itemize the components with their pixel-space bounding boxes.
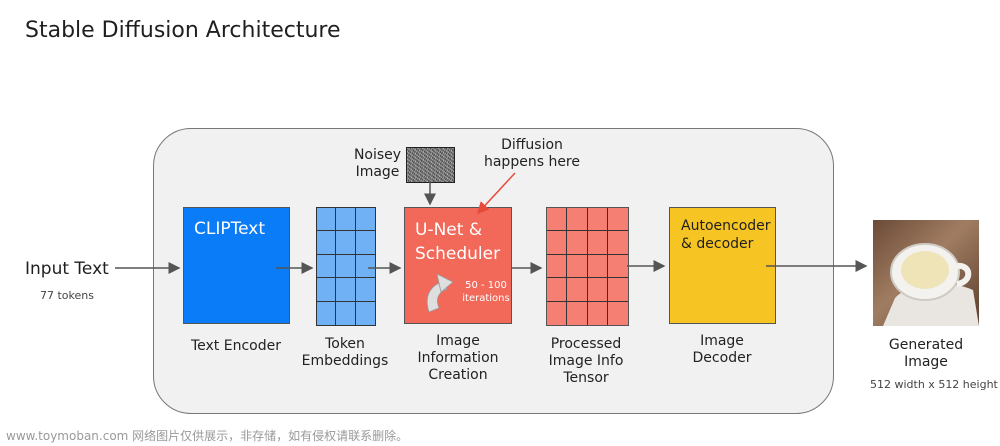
noise-label-line1: Noisey bbox=[353, 147, 402, 163]
output-size-label: 512 width x 512 height bbox=[870, 378, 998, 391]
clip-text-encoder-box bbox=[183, 207, 290, 324]
processed-tensor-caption: Processed Image Info Tensor bbox=[536, 336, 636, 387]
diffusion-note-line2: happens here bbox=[483, 154, 580, 170]
clip-text-label: CLIPText bbox=[194, 219, 265, 239]
watermark-text: www.toymoban.com 网络图片仅供展示，非存储，如有侵权请联系删除。 bbox=[6, 429, 409, 443]
iter-line1: 50 - 100 bbox=[465, 280, 507, 291]
processed-caption-line2: Image Info bbox=[548, 353, 624, 369]
processed-caption-line1: Processed bbox=[550, 336, 622, 352]
unet-label-line1: U-Net & bbox=[415, 220, 483, 240]
unet-scheduler-box bbox=[404, 207, 512, 324]
processed-tensor-grid bbox=[546, 207, 629, 326]
unet-iterations-label: 50 - 100 iterations bbox=[460, 279, 512, 305]
iter-line2: iterations bbox=[462, 293, 510, 304]
autoencoder-label-line2: & decoder bbox=[681, 236, 754, 252]
input-tokens-label: 77 tokens bbox=[40, 289, 94, 302]
loop-arrow-icon bbox=[426, 273, 454, 313]
unet-caption-line2: Information bbox=[417, 350, 499, 366]
coffee-cup-icon bbox=[883, 243, 979, 326]
autoencoder-decoder-box bbox=[669, 207, 776, 324]
token-embeddings-grid bbox=[316, 207, 376, 326]
text-encoder-caption: Text Encoder bbox=[190, 338, 281, 354]
decoder-caption-line1: Image bbox=[700, 333, 744, 349]
unet-scheduler-label: U-Net & Scheduler bbox=[415, 218, 510, 266]
token-caption-line2: Embeddings bbox=[301, 353, 389, 369]
unet-label-line2: Scheduler bbox=[415, 244, 501, 264]
autoencoder-label-line1: Autoencoder bbox=[681, 218, 771, 234]
token-caption-line1: Token bbox=[325, 336, 365, 352]
autoencoder-label: Autoencoder & decoder bbox=[681, 217, 771, 253]
noise-image-label: Noisey Image bbox=[350, 147, 405, 181]
image-decoder-caption: Image Decoder bbox=[672, 333, 772, 367]
output-caption-line2: Image bbox=[904, 354, 948, 370]
arrow-diffusion-note bbox=[476, 172, 516, 215]
token-embeddings-caption: Token Embeddings bbox=[295, 336, 395, 370]
unet-caption-line3: Creation bbox=[428, 367, 488, 383]
image-information-creation-caption: Image Information Creation bbox=[403, 333, 513, 384]
noise-image bbox=[406, 147, 455, 183]
processed-caption-line3: Tensor bbox=[563, 370, 609, 386]
page-title: Stable Diffusion Architecture bbox=[25, 18, 341, 43]
diffusion-note: Diffusion happens here bbox=[482, 137, 582, 171]
generated-image bbox=[873, 220, 979, 326]
generated-image-caption: Generated Image bbox=[876, 337, 976, 371]
input-text-label: Input Text bbox=[25, 259, 109, 279]
diffusion-note-line1: Diffusion bbox=[501, 137, 563, 153]
unet-caption-line1: Image bbox=[436, 333, 480, 349]
output-caption-line1: Generated bbox=[888, 337, 964, 353]
noise-label-line2: Image bbox=[355, 164, 400, 180]
decoder-caption-line2: Decoder bbox=[692, 350, 752, 366]
